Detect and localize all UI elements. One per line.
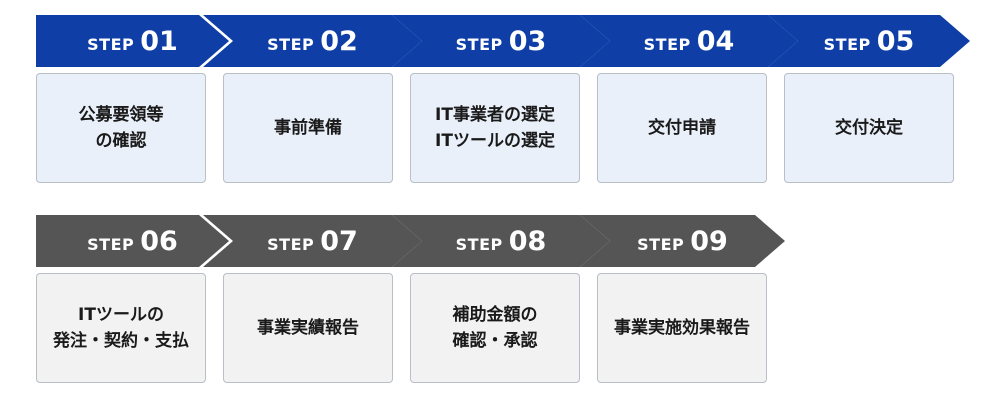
step-09-card: 事業実施効果報告 [597,273,767,383]
step-text-line: 交付申請 [648,117,716,138]
step-word: STEP [823,34,871,54]
step-08-card: 補助金額の確認・承認 [410,273,580,383]
step-05-card: 交付決定 [784,73,954,183]
step-text-line: 事業実施効果報告 [614,317,750,338]
step-04-card: 交付申請 [597,73,767,183]
step-07-card: 事業実績報告 [223,273,393,383]
step-text-line: ITツールの [78,304,164,325]
step-number: 07 [320,225,358,257]
step-word: STEP [87,34,135,54]
step-text-line: 事前準備 [274,117,342,138]
step-text-line: 補助金額の [452,304,538,325]
step-number: 02 [320,25,358,57]
step-text-line: IT事業者の選定 [435,104,555,125]
step-number: 06 [140,225,178,257]
step-number: 01 [140,25,178,57]
step-word: STEP [267,34,315,54]
step-text-line: 確認・承認 [452,331,538,351]
step-number: 08 [508,225,547,257]
step-number: 03 [508,25,547,57]
step-word: STEP [87,234,135,254]
step-01-card: 公募要領等の確認 [36,73,206,183]
step-03-card: IT事業者の選定 ITツールの選定 [410,73,580,183]
step-word: STEP [455,234,503,254]
step-number: 04 [696,25,735,57]
step-word: STEP [267,234,315,254]
step-02-card: 事前準備 [223,73,393,183]
step-06-card: ITツールの発注・契約・支払 [36,273,206,383]
step-word: STEP [637,234,685,254]
step-number: 05 [876,25,915,57]
step-text-line: 事業実績報告 [257,317,359,338]
step-text-line: 交付決定 [835,117,903,138]
step-text-line: 発注・契約・支払 [53,331,189,351]
step-number: 09 [690,225,728,257]
step-word: STEP [455,34,503,54]
step-word: STEP [643,34,691,54]
step-text-line: の確認 [95,131,147,151]
step-text-line: 公募要領等 [78,104,164,125]
step-text-line: ITツールの選定 [435,131,555,151]
